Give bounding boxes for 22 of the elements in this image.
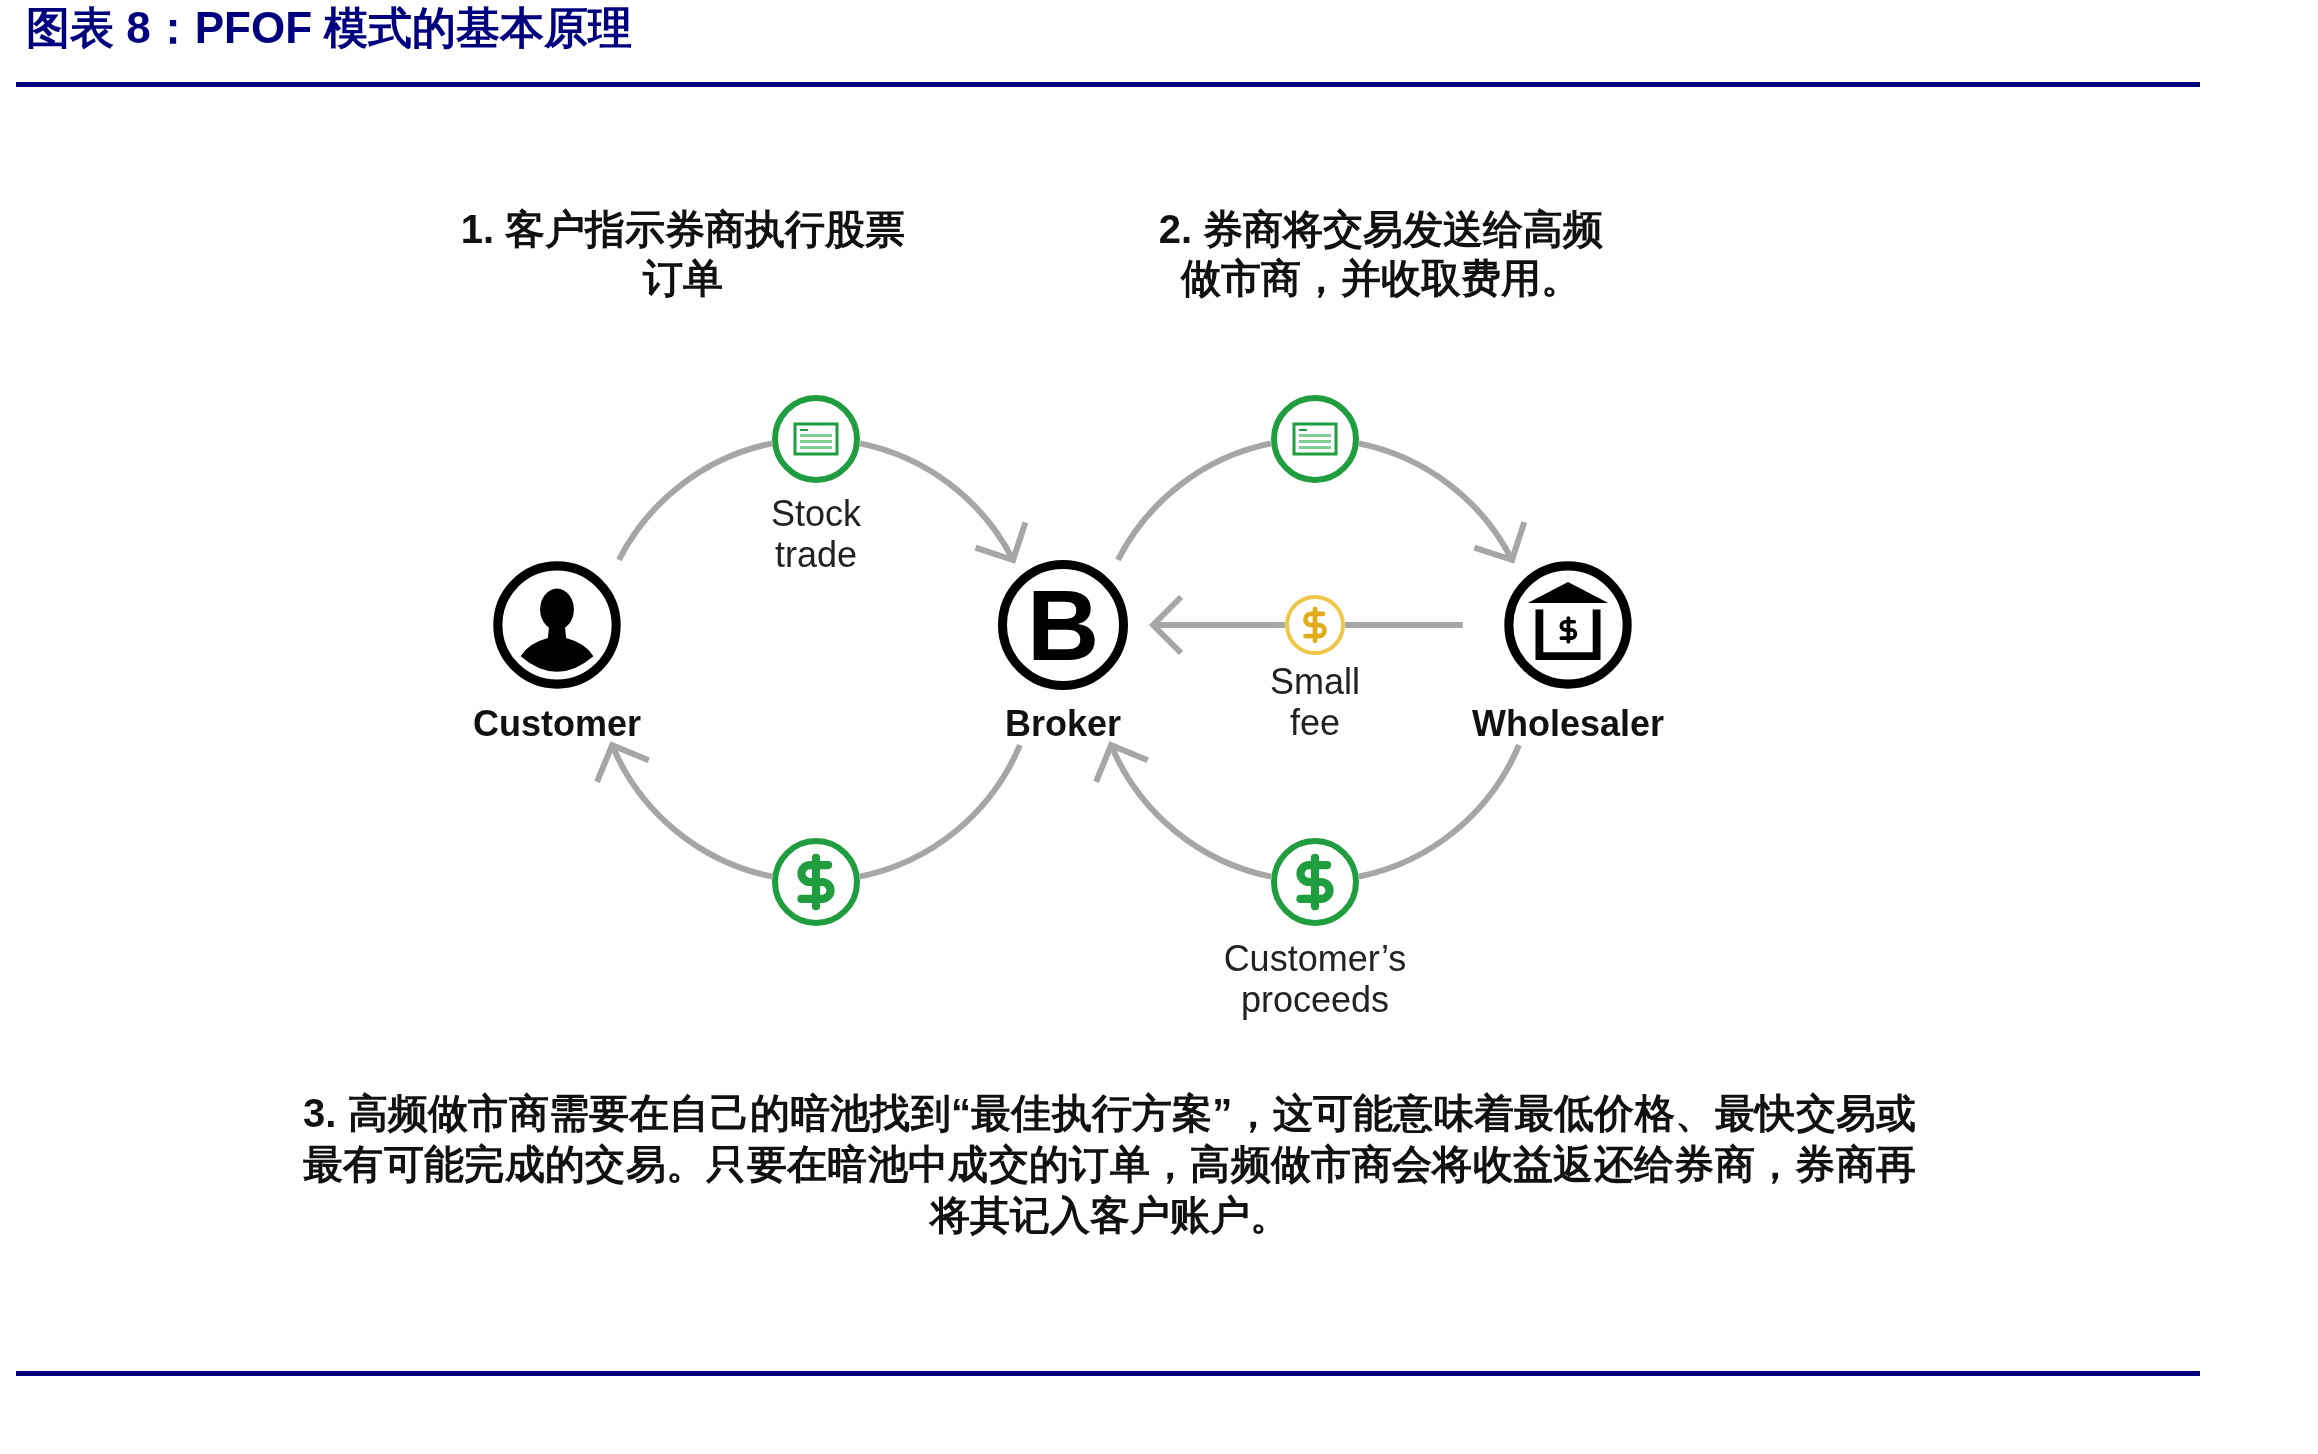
- curved-arrow: [859, 440, 1026, 563]
- curved-arrow: [596, 742, 774, 880]
- connector-line: [1345, 622, 1463, 628]
- icon-caption: Customer’s proceeds: [1222, 938, 1408, 1020]
- arrow: [1150, 594, 1285, 656]
- curved-line: [859, 743, 1023, 880]
- curved-arrow: [1358, 440, 1525, 563]
- figure-title: 图表 8：PFOF 模式的基本原理: [26, 2, 633, 54]
- icon-caption: Stock trade: [769, 493, 862, 575]
- curved-line: [1115, 440, 1272, 562]
- node-label: Customer: [473, 703, 641, 744]
- icon-caption: Small fee: [1269, 661, 1361, 743]
- curved-line: [1358, 743, 1522, 880]
- monogram-circle: B: [998, 560, 1128, 690]
- node-label: Wholesaler: [1471, 703, 1665, 744]
- step-description: 2. 券商将交易发送给高频做市商，并收取费用。: [1157, 206, 1605, 302]
- step-description: 1. 客户指示券商执行股票订单: [459, 206, 907, 302]
- step-description: 3. 高频做市商需要在自己的暗池找到“最佳执行方案”，这可能意味着最低价格、最快交易或最有可能完成的交易。只要在暗池中成交的订单，高频做市商会将收益返还给券商，券商再将其记入客户账户。: [303, 1090, 1916, 1239]
- dollar-circle: [1285, 595, 1345, 655]
- curved-line: [616, 440, 773, 562]
- node-label: Broker: [1004, 703, 1122, 744]
- curved-arrow: [1095, 742, 1272, 880]
